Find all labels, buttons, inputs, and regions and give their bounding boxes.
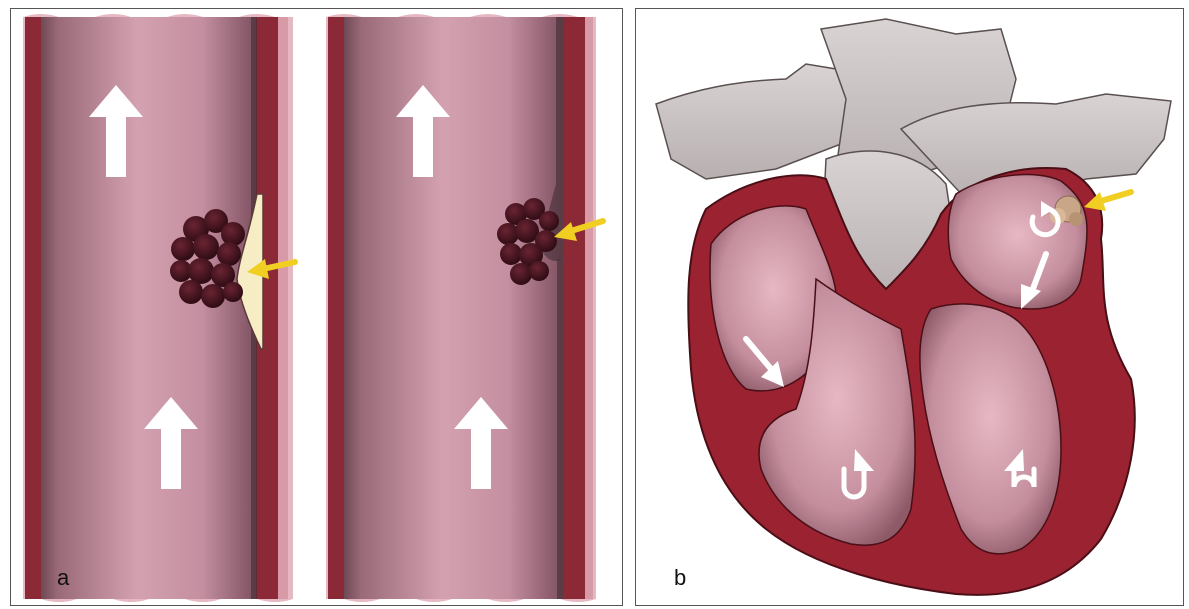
panel-a: a bbox=[10, 8, 623, 606]
panel-b-illustration bbox=[636, 9, 1183, 605]
panel-label-a: a bbox=[57, 565, 69, 591]
vessel-wall-left bbox=[328, 17, 344, 599]
vessel-left bbox=[23, 14, 295, 602]
panel-b: b bbox=[635, 8, 1184, 606]
vessel-lumen bbox=[41, 17, 256, 599]
vessel-lumen bbox=[344, 17, 563, 599]
vessel-wall-left bbox=[25, 17, 41, 599]
vessel-right bbox=[326, 14, 603, 602]
panel-label-b: b bbox=[674, 565, 686, 591]
vessel-wall-right bbox=[563, 17, 585, 599]
panel-a-illustration bbox=[11, 9, 622, 605]
